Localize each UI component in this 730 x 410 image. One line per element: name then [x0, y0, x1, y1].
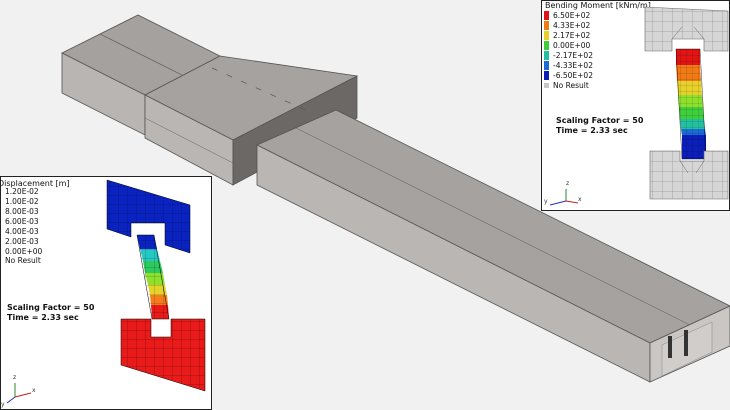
triad-z-label: z [13, 374, 17, 381]
bending-moment-section [644, 6, 729, 200]
axis-triad [6, 383, 32, 404]
legend-entry: 0.00E+00 [5, 247, 43, 256]
tunnel-wall-dark [684, 330, 688, 356]
tunnel-wall-dark [668, 336, 672, 358]
dashed-edge-line [211, 67, 311, 113]
legend-title: Displacement [m] [0, 179, 70, 188]
legend-entry: 6.50E+02 [544, 11, 590, 21]
legend-swatch [544, 83, 549, 88]
legend-entry: 1.20E-02 [5, 187, 39, 196]
legend-swatch [544, 71, 549, 80]
legend-no-result: No Result [5, 256, 41, 265]
legend-swatch [544, 31, 549, 40]
legend-entry: 4.33E+02 [544, 21, 590, 31]
displacement-result-panel[interactable]: Displacement [m] 1.20E-02 1.00E-02 8.00E… [0, 176, 212, 410]
triad-x-label: x [578, 196, 582, 203]
legend-title: Bending Moment [kNm/m] [545, 1, 651, 10]
legend-entry: 4.00E-03 [5, 227, 39, 236]
bending-moment-result-panel[interactable]: Bending Moment [kNm/m] 6.50E+02 4.33E+02… [541, 0, 730, 211]
legend-entry: -4.33E+02 [544, 61, 593, 71]
legend-swatch [544, 11, 549, 20]
legend-entry: 0.00E+00 [544, 41, 590, 51]
legend-entry: 2.17E+02 [544, 31, 590, 41]
legend-entry: 6.00E-03 [5, 217, 39, 226]
triad-y-label: y [1, 401, 5, 408]
legend-entry: 8.00E-03 [5, 207, 39, 216]
scaling-factor-label: Scaling Factor = 50 [7, 303, 95, 312]
triad-x-label: x [32, 387, 36, 394]
time-label: Time = 2.33 sec [556, 126, 628, 135]
edge-line [144, 117, 234, 164]
legend-swatch [544, 21, 549, 30]
legend-entry: 1.00E-02 [5, 197, 39, 206]
legend-swatch [544, 51, 549, 60]
edge-line [295, 127, 691, 326]
time-label: Time = 2.33 sec [7, 313, 79, 322]
legend-swatch [544, 41, 549, 50]
legend-entry: 2.00E-03 [5, 237, 39, 246]
legend-no-result: No Result [544, 81, 589, 91]
axis-triad [549, 189, 579, 206]
deformed-tunnel-section [106, 179, 206, 392]
edge-line [99, 33, 183, 76]
triad-z-label: z [566, 180, 570, 187]
legend-swatch [544, 61, 549, 70]
legend-entry: -6.50E+02 [544, 71, 593, 81]
scaling-factor-label: Scaling Factor = 50 [556, 116, 644, 125]
triad-y-label: y [544, 198, 548, 205]
legend-entry: -2.17E+02 [544, 51, 593, 61]
